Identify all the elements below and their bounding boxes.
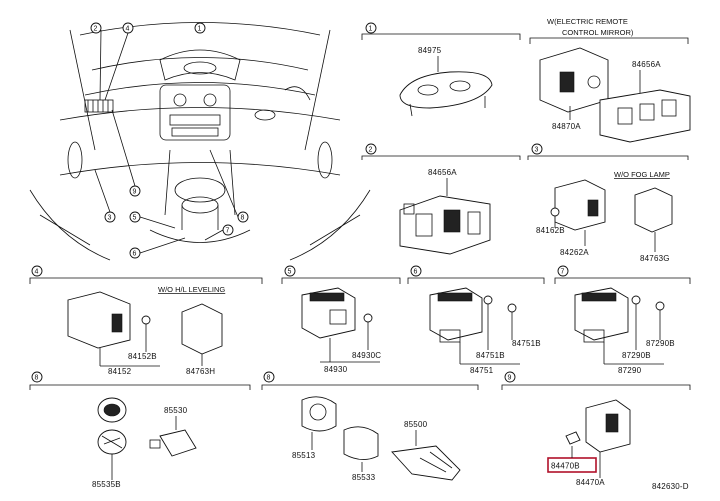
part-85533-sleeve[interactable] [343,426,379,460]
callout-7-label: 7 [226,228,230,235]
svg-text:3: 3 [535,147,539,154]
section-6-badge[interactable] [410,265,422,277]
note-without-fog-lamp: W/O FOG LAMP [614,170,670,179]
overview-callouts: 2 4 1 9 3 5 8 7 6 [90,22,249,259]
part-84763H-cover[interactable] [181,303,223,355]
section-3: 3 W/O FOG LAMP 84162B 84262A 84763G [527,143,689,263]
part-84751B-label-a[interactable]: 84751B [476,351,505,360]
svg-text:4: 4 [35,269,39,276]
diagram-id: 842630-D [652,482,689,491]
section-5-badge[interactable] [284,265,296,277]
callout-1[interactable] [194,22,206,34]
part-84930C-label[interactable]: 84930C [352,351,381,360]
callout-9-label: 9 [133,189,137,196]
part-84470B-clip[interactable] [565,431,581,445]
part-84262A-label[interactable]: 84262A [560,248,589,257]
part-84751B-label-b[interactable]: 84751B [512,339,541,348]
section-8-socket: 1 8 85513 85533 85500 [261,371,479,482]
section-3-badge[interactable] [531,143,543,155]
section-7: 7 87290B 87290B 87290 [554,265,691,375]
part-85513-ring[interactable] [301,396,337,432]
part-87290B-label-a[interactable]: 87290B [646,339,675,348]
section-4: 4 W/O H/L LEVELING 84152B 84152 84763H [29,265,263,376]
section-8-badge[interactable] [31,371,43,383]
section-6: 6 84751B 84751B 84751 [407,265,545,375]
part-84470A-label[interactable]: 84470A [576,478,605,487]
svg-text:1: 1 [369,26,373,33]
callout-8-label: 8 [241,215,245,222]
part-84162B-label[interactable]: 84162B [536,226,565,235]
svg-text:2: 2 [369,147,373,154]
part-85530-lighter[interactable] [159,429,197,457]
part-84152-switch[interactable] [67,291,131,349]
section-2: 2 84656A [361,143,521,255]
part-85530-label[interactable]: 85530 [164,406,188,415]
part-84763G-cover[interactable] [634,187,673,233]
section-8b-badge[interactable] [263,371,275,383]
part-84930-label[interactable]: 84930 [324,365,348,374]
note-without-hl-leveling: W/O H/L LEVELING [158,285,225,294]
svg-text:7: 7 [561,269,565,276]
note-electric-remote: W(ELECTRIC REMOTE [547,17,628,26]
svg-text:6: 6 [414,269,418,276]
part-87290-label[interactable]: 87290 [618,366,642,375]
callout-4-label: 4 [126,26,130,33]
callout-1-label: 1 [198,26,202,33]
part-85500-label[interactable]: 85500 [404,420,428,429]
callout-2-label: 2 [94,26,98,33]
callout-3-label: 3 [108,215,112,222]
section-9-badge[interactable] [504,371,516,383]
part-84763G-label[interactable]: 84763G [640,254,670,263]
dashboard-overview: 2 4 1 9 3 5 8 7 6 [29,22,371,261]
part-84763H-label[interactable]: 84763H [186,367,215,376]
section-1: 1 84975 [361,22,521,117]
part-85535B-label[interactable]: 85535B [92,480,121,489]
part-85533-label[interactable]: 85533 [352,473,376,482]
part-84751-label[interactable]: 84751 [470,366,494,375]
part-84656A-label-a[interactable]: 84656A [632,60,661,69]
section-7-badge[interactable] [557,265,569,277]
note-control-mirror: CONTROL MIRROR) [562,28,634,37]
part-84152B-label[interactable]: 84152B [128,352,157,361]
part-85500-socket[interactable] [391,445,461,481]
section-8-lighter: 8 85535B 85530 [29,371,251,489]
part-87290B-bulb-b[interactable] [655,301,665,311]
section-8b-badge-label: 8 [267,375,271,382]
part-84656A-label-b[interactable]: 84656A [428,168,457,177]
section-4-badge[interactable] [31,265,43,277]
svg-text:5: 5 [288,269,292,276]
part-84656A-bezel[interactable] [599,89,691,143]
part-84162B-bulb[interactable] [550,207,560,217]
part-84975-switch[interactable] [399,71,493,109]
part-84470B-label[interactable]: 84470B [551,462,580,471]
part-84152B-bulb[interactable] [141,315,151,325]
part-84751B-bulb-b[interactable] [507,303,517,313]
part-87290B-bulb-a[interactable] [631,295,641,305]
part-87290B-label-b[interactable]: 87290B [622,351,651,360]
part-84870A-label[interactable]: 84870A [552,122,581,131]
section-9: 9 84470B 84470A [501,371,691,487]
part-85513-label[interactable]: 85513 [292,451,316,460]
part-84975-label[interactable]: 84975 [418,46,442,55]
svg-text:9: 9 [508,375,512,382]
part-84751B-bulb-a[interactable] [483,295,493,305]
section-1-badge[interactable] [365,22,377,34]
part-84152-label[interactable]: 84152 [108,367,132,376]
callout-2[interactable] [90,22,102,34]
callout-6-label: 6 [133,251,137,258]
callout-5-label: 5 [133,215,137,222]
section-2-badge[interactable] [365,143,377,155]
section-mirror: W(ELECTRIC REMOTE CONTROL MIRROR) 84656A… [529,17,691,143]
section-5: 5 84930C 84930 [281,265,401,374]
part-84930C-bulb[interactable] [363,313,373,323]
svg-text:8: 8 [35,375,39,382]
